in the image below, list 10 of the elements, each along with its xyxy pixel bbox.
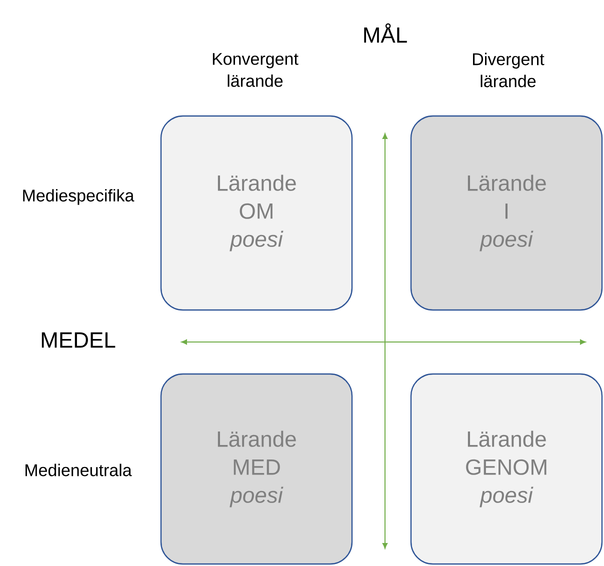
quadrant-box: Lärande GENOM poesi <box>410 373 603 565</box>
column-heading: Divergent lärande <box>473 52 544 88</box>
axis-title: MÅL <box>364 23 407 43</box>
row-heading: Medieneutrala <box>26 464 132 476</box>
quadrant-box: Lärande OM poesi <box>160 115 353 311</box>
axis-title: MEDEL <box>42 332 116 348</box>
quadrant-box: Lärande I poesi <box>410 115 603 311</box>
quadrant-box: Lärande MED poesi <box>160 373 353 565</box>
column-heading: Konvergent lärande <box>212 53 298 87</box>
row-heading: Mediespecifika <box>23 189 134 205</box>
